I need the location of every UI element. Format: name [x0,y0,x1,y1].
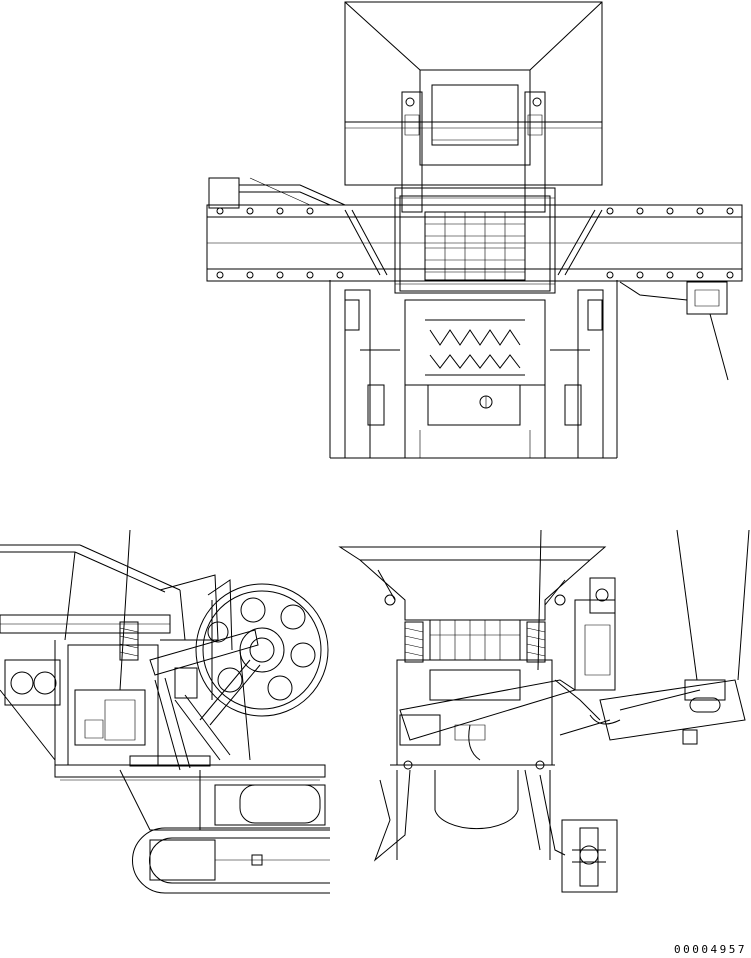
conveyor-rollers-right [607,208,733,278]
top-view [207,2,742,458]
conveyor-rollers-left [217,208,343,278]
discharge-conveyor [560,530,749,744]
flywheel [196,580,328,716]
hopper-posts [402,92,545,212]
rear-view [340,530,749,892]
hopper-top [345,2,602,185]
rear-frame [390,660,575,860]
engine-unit [0,530,158,770]
feeder-springs [120,622,138,660]
left-side-view [0,530,330,893]
detail-inset [562,820,617,892]
control-panel [555,578,615,720]
drawing-number: 00004957 [674,943,747,956]
crusher-body-top [330,280,617,458]
hopper-rear [340,530,605,670]
rear-springs [405,622,545,662]
side-chassis [55,756,330,830]
side-conveyors [207,178,742,380]
linkage [150,630,260,770]
discharge-chute [375,770,565,860]
crawler-track [133,828,331,893]
central-frame [395,188,555,385]
feeder-side [0,545,218,640]
